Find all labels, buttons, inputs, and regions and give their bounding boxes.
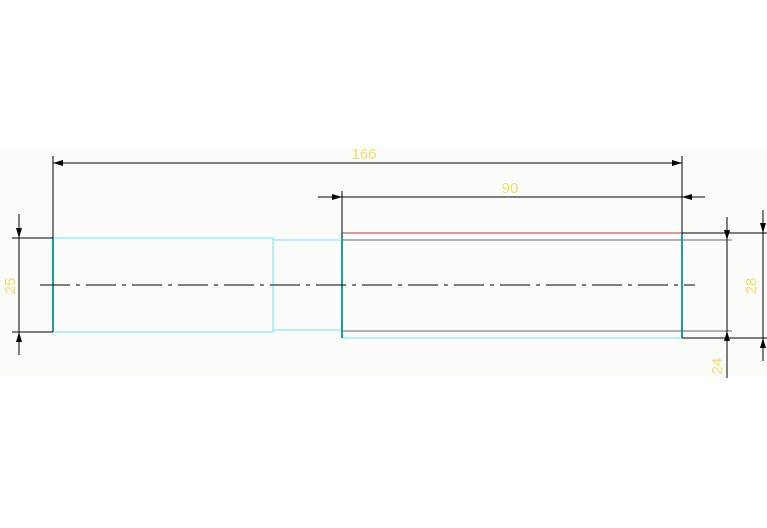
dim-text-28: 28 xyxy=(743,278,760,295)
dim-inner-diameter: 24 xyxy=(709,217,730,378)
dim-right-section: 90 xyxy=(318,180,705,233)
dim-text-90: 90 xyxy=(502,180,519,197)
dim-left-diameter: 25 xyxy=(2,214,53,355)
dim-text-166: 166 xyxy=(351,146,376,163)
drawing-area xyxy=(0,146,767,376)
dim-text-25: 25 xyxy=(2,278,19,295)
dim-text-24: 24 xyxy=(709,358,726,375)
